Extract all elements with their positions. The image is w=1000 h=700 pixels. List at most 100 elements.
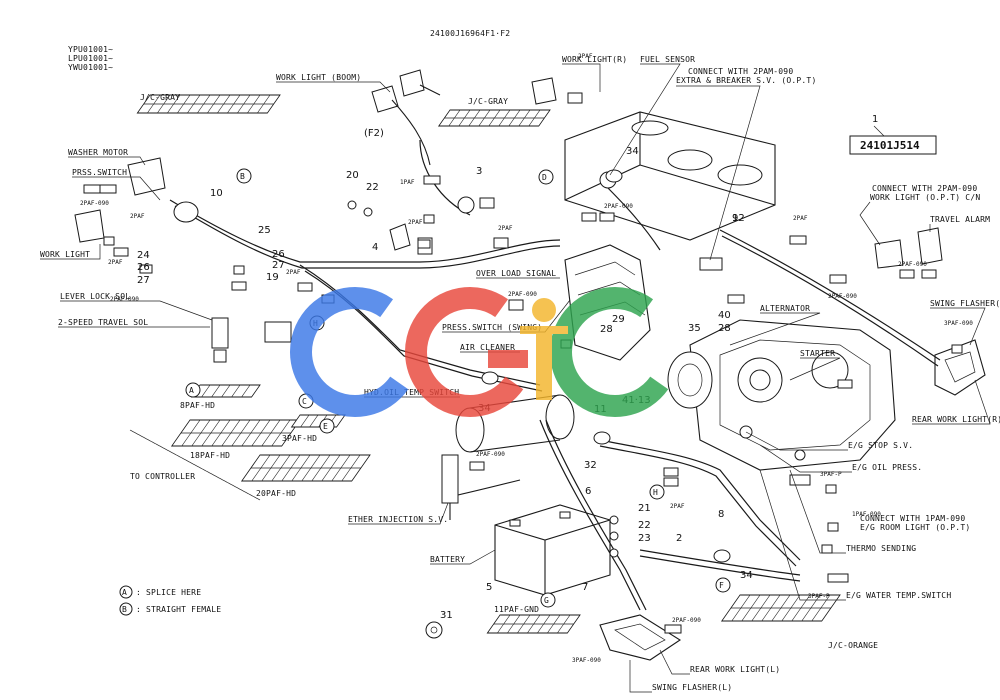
serial-3: YWU01001~	[68, 63, 113, 72]
connector-code-labels: 2PAF 2PAF-090 2PAF 2PAF 2PAF-090 2PAF 2P…	[80, 53, 973, 664]
svg-text:19: 19	[266, 272, 279, 283]
svg-text:2PAF: 2PAF	[108, 259, 123, 266]
svg-text:2PAF-090: 2PAF-090	[672, 617, 701, 624]
ref-18paf: 18PAF-HD	[190, 451, 230, 460]
svg-text:2PAF: 2PAF	[286, 269, 301, 276]
label-work-light: WORK LIGHT	[40, 250, 90, 259]
svg-text:3PAF-P: 3PAF-P	[808, 593, 830, 600]
swing-flasher-l-outline	[599, 614, 682, 661]
label-2-speed-travel-sol: 2-SPEED TRAVEL SOL	[58, 318, 148, 327]
label-work-light-boom: WORK LIGHT (BOOM)	[276, 73, 361, 82]
circle-letter-f: F	[719, 581, 724, 590]
tank-outline	[564, 111, 776, 241]
svg-text:20: 20	[346, 170, 359, 181]
circle-letter-e: E	[323, 422, 328, 431]
ref-11paf-gnd: 11PAF-GND	[494, 605, 539, 614]
battery-outline	[494, 504, 611, 596]
svg-text:9: 9	[732, 213, 738, 224]
svg-text:B: B	[122, 605, 127, 614]
svg-text:3PAF-090: 3PAF-090	[572, 657, 601, 664]
circle-letter-g: G	[544, 596, 549, 605]
svg-text:27: 27	[272, 260, 285, 271]
svg-text:2PAF-090: 2PAF-090	[898, 261, 927, 268]
svg-text:25: 25	[258, 225, 271, 236]
label-washer-motor: WASHER MOTOR	[68, 148, 128, 157]
circle-letter-h-2: H	[653, 488, 658, 497]
label-fuel-sensor: FUEL SENSOR	[640, 55, 695, 64]
svg-text:2PAF-090: 2PAF-090	[828, 293, 857, 300]
serial-1: YPU01001~	[68, 45, 113, 54]
svg-text:32: 32	[584, 460, 597, 471]
svg-text:35: 35	[688, 323, 701, 334]
svg-text:12: 12	[732, 213, 745, 224]
ref-jc-orange: J/C-ORANGE	[828, 641, 878, 650]
swing-flasher-r-outline	[934, 339, 986, 396]
doc-number: 24100J16964F1·F2	[430, 29, 510, 38]
circle-letter-b: B	[240, 172, 245, 181]
svg-text:8: 8	[718, 509, 724, 520]
label-ether-injection: ETHER INJECTION S.V.	[348, 515, 448, 524]
svg-text:2PAF: 2PAF	[670, 503, 685, 510]
svg-text:1PAF: 1PAF	[400, 179, 415, 186]
label-thermo-sending: THERMO SENDING	[846, 544, 916, 553]
svg-text:2PAF-090: 2PAF-090	[476, 451, 505, 458]
label-connect-1pam: CONNECT WITH 1PAM-090	[860, 514, 965, 523]
ref-8paf: 8PAF-HD	[180, 401, 215, 410]
svg-text:2PAF: 2PAF	[130, 213, 145, 220]
label-extra-breaker: EXTRA & BREAKER S.V. (O.P.T)	[676, 76, 816, 85]
connector-parts	[74, 69, 943, 639]
svg-text:31: 31	[440, 610, 453, 621]
svg-text:7: 7	[582, 582, 588, 593]
label-swing-flasher-l: SWING FLASHER(L)	[652, 683, 732, 692]
label-prss-switch: PRSS.SWITCH	[72, 168, 127, 177]
svg-text:2PAF-090: 2PAF-090	[110, 296, 139, 303]
engine-outline	[667, 319, 896, 471]
ref-3paf-hd: 3PAF-HD	[282, 434, 317, 443]
svg-text:10: 10	[210, 188, 223, 199]
label-eg-stop-sv: E/G STOP S.V.	[848, 441, 913, 450]
svg-text:2PAF-090: 2PAF-090	[80, 200, 109, 207]
svg-text:A: A	[122, 588, 127, 597]
svg-text:40: 40	[718, 310, 731, 321]
harness-trunks	[169, 139, 941, 611]
label-alternator: ALTERNATOR	[760, 304, 810, 313]
label-lever-lock-sol: LEVER LOCK SOL	[60, 292, 130, 301]
svg-text:29: 29	[612, 314, 625, 325]
label-connect-2pam: CONNECT WITH 2PAM-090	[688, 67, 793, 76]
svg-text:2PAF: 2PAF	[793, 215, 808, 222]
label-hyd-oil-temp: HYD.OIL TEMP SWITCH	[364, 388, 459, 397]
label-rear-work-light-l: REAR WORK LIGHT(L)	[690, 665, 780, 674]
label-eg-oil-press: E/G OIL PRESS.	[852, 463, 922, 472]
label-battery: BATTERY	[430, 555, 465, 564]
label-eg-water-temp: E/G WATER TEMP.SWITCH	[846, 591, 951, 600]
svg-text:28: 28	[718, 323, 731, 334]
label-connect-2pam-2: CONNECT WITH 2PAM-090	[872, 184, 977, 193]
part-number-box	[849, 135, 937, 155]
label-work-light-cn: WORK LIGHT (O.P.T) C/N	[870, 193, 980, 202]
legend-straight-female: : STRAIGHT FEMALE	[136, 605, 221, 614]
svg-text:(F2): (F2)	[364, 128, 384, 139]
harness-end-plates	[136, 94, 841, 634]
svg-text:23: 23	[638, 533, 651, 544]
svg-text:5: 5	[486, 582, 492, 593]
label-to-controller: TO CONTROLLER	[130, 472, 195, 481]
svg-text:22: 22	[638, 520, 651, 531]
svg-text:34: 34	[740, 570, 753, 581]
legend-splice: : SPLICE HERE	[136, 588, 201, 597]
svg-text:3: 3	[476, 166, 482, 177]
part-index: 1	[872, 114, 878, 125]
ref-jc-gray-2: J/C-GRAY	[468, 97, 508, 106]
svg-text:3PAF-P: 3PAF-P	[820, 471, 842, 478]
svg-text:34: 34	[626, 146, 639, 157]
svg-text:28: 28	[600, 324, 613, 335]
harness-ref-labels: J/C-GRAY J/C-GRAY J/C-ORANGE 8PAF-HD 18P…	[140, 93, 878, 650]
svg-text:21: 21	[638, 503, 651, 514]
svg-text:2PAF: 2PAF	[408, 219, 423, 226]
svg-text:2PAF-090: 2PAF-090	[508, 291, 537, 298]
label-air-cleaner: AIR CLEANER	[460, 343, 515, 352]
label-travel-alarm: TRAVEL ALARM	[930, 215, 990, 224]
circle-letter-a: A	[189, 386, 194, 395]
svg-text:2PAF: 2PAF	[578, 53, 593, 60]
